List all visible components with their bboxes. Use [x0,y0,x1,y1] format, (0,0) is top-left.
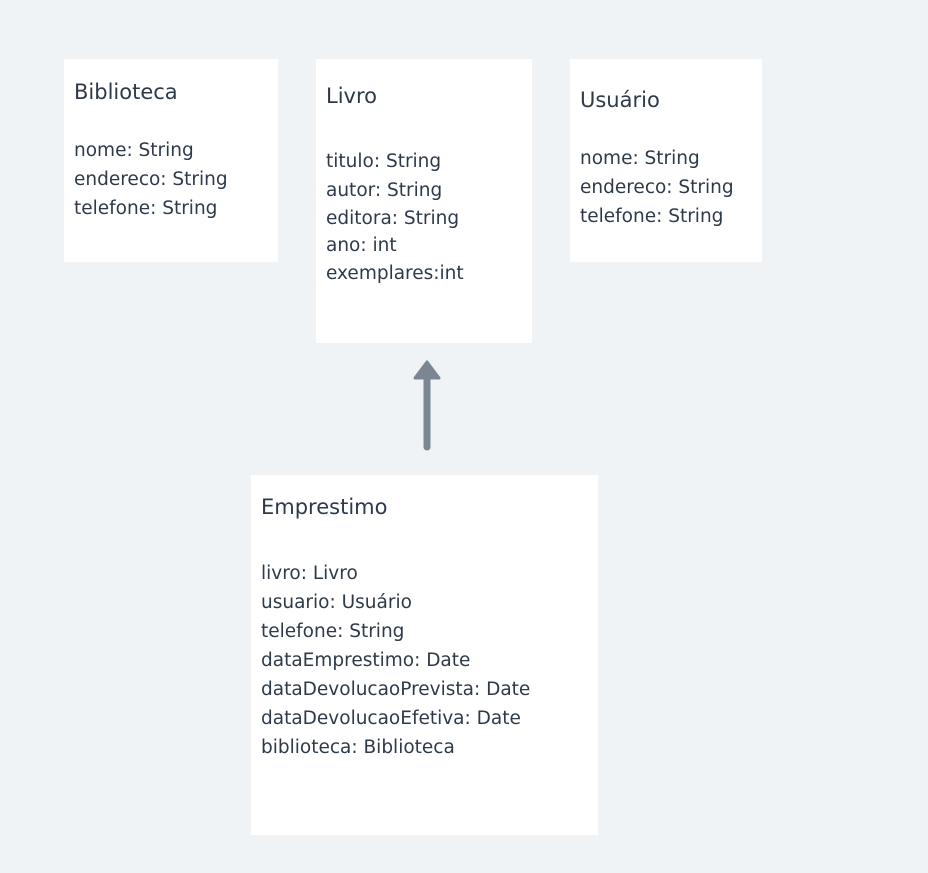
attribute: dataEmprestimo: Date [261,650,471,671]
arrow-head [413,360,441,380]
class-attributes-emprestimo: livro: Livro usuario: Usuário telefone: … [261,559,530,762]
attribute: telefone: String [580,206,724,227]
class-title-usuario: Usuário [580,88,660,112]
attribute: ano: int [326,235,397,256]
class-title-biblioteca: Biblioteca [74,80,178,104]
class-attributes-biblioteca: nome: String endereco: String telefone: … [74,136,228,223]
attribute: editora: String [326,208,460,229]
attribute: autor: String [326,180,443,201]
attribute: nome: String [580,148,700,169]
attribute: endereco: String [74,169,228,190]
class-box-biblioteca[interactable]: Biblioteca nome: String endereco: String… [64,59,278,262]
attribute: dataDevolucaoPrevista: Date [261,679,531,700]
class-box-usuario[interactable]: Usuário nome: String endereco: String te… [570,59,762,262]
attribute: dataDevolucaoEfetiva: Date [261,708,521,729]
attribute: titulo: String [326,151,442,172]
class-title-livro: Livro [326,84,377,108]
class-title-emprestimo: Emprestimo [261,495,388,519]
attribute: telefone: String [74,198,218,219]
attribute: usuario: Usuário [261,592,412,613]
attribute: livro: Livro [261,563,358,584]
attribute: exemplares:int [326,263,464,284]
attribute: nome: String [74,140,194,161]
class-attributes-usuario: nome: String endereco: String telefone: … [580,144,734,231]
class-attributes-livro: titulo: String autor: String editora: St… [326,147,464,289]
attribute: biblioteca: Biblioteca [261,737,455,758]
attribute: telefone: String [261,621,405,642]
class-box-emprestimo[interactable]: Emprestimo livro: Livro usuario: Usuário… [251,475,598,835]
class-box-livro[interactable]: Livro titulo: String autor: String edito… [316,59,532,343]
attribute: endereco: String [580,177,734,198]
